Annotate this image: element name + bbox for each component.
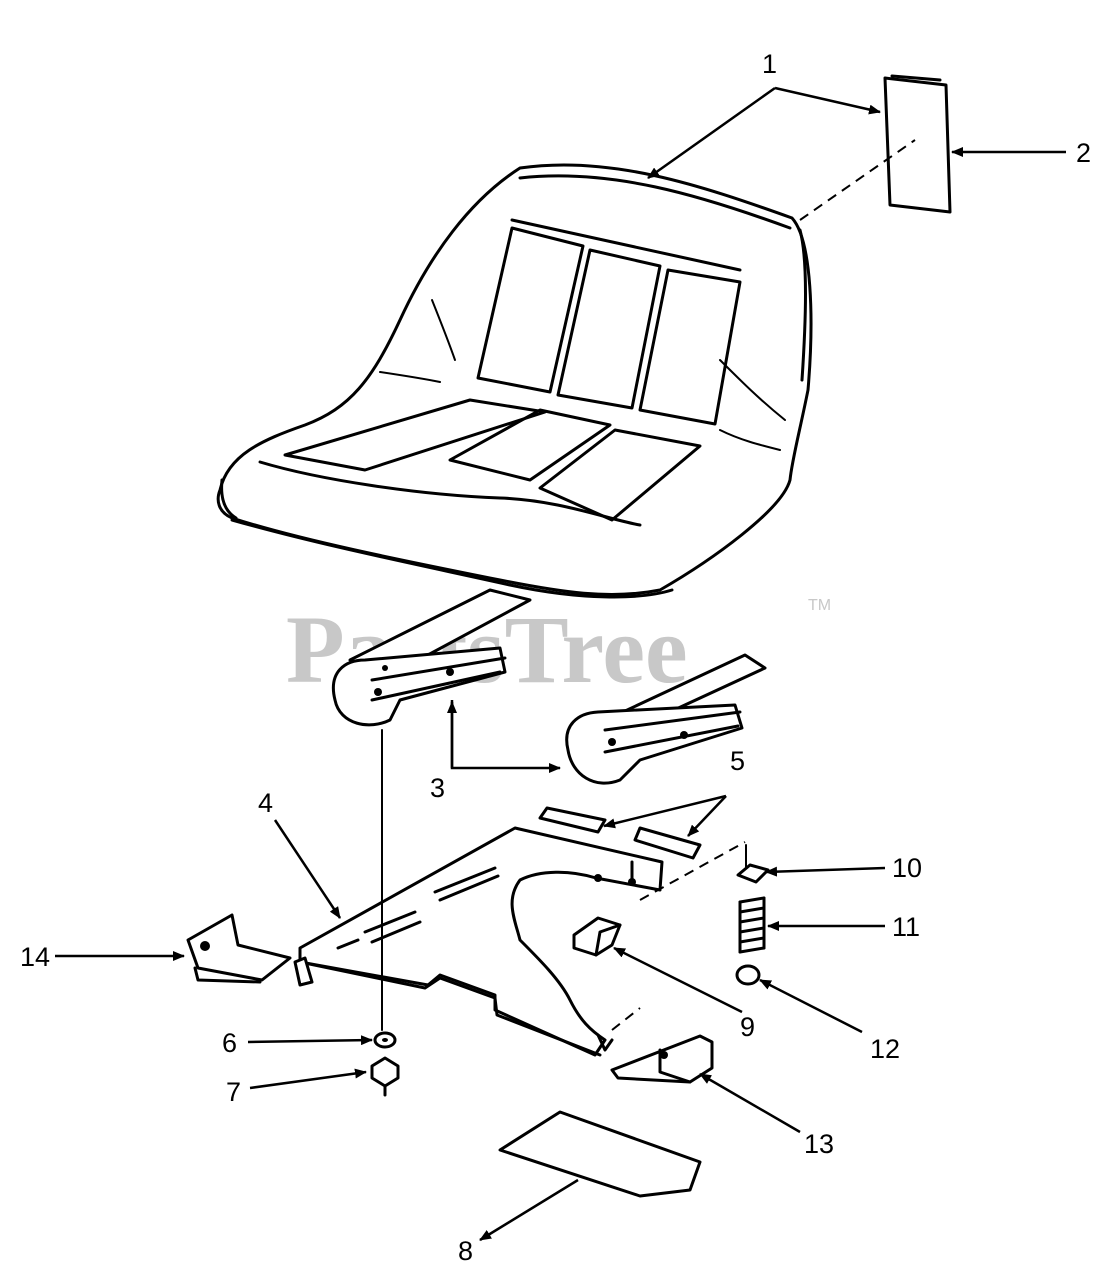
callout-12: 12 xyxy=(870,1034,900,1064)
switch-bracket-part-9[interactable] xyxy=(572,916,622,957)
hinge-bracket-part-14[interactable] xyxy=(186,913,314,987)
callout-labels: 1 2 3 4 5 6 7 8 9 10 11 12 13 14 xyxy=(20,49,1091,1266)
watermark-trademark: TM xyxy=(808,597,831,614)
hinge-bracket-part-13[interactable] xyxy=(610,1034,714,1084)
callout-14: 14 xyxy=(20,942,50,972)
assembly-lines xyxy=(381,139,916,1031)
plate-part-8[interactable] xyxy=(498,1110,702,1198)
callout-10: 10 xyxy=(892,853,922,883)
decal-part-2[interactable] xyxy=(883,74,952,214)
seat-part-1[interactable] xyxy=(216,163,813,599)
seat-plate-part-4[interactable] xyxy=(298,826,664,1057)
callout-1: 1 xyxy=(762,49,777,79)
callout-7: 7 xyxy=(226,1077,241,1107)
nut-part-7[interactable] xyxy=(370,1056,400,1097)
callout-11: 11 xyxy=(892,912,920,942)
callout-6: 6 xyxy=(222,1028,237,1058)
callout-3: 3 xyxy=(430,773,445,803)
spacer-part-12[interactable] xyxy=(735,964,761,986)
callout-2: 2 xyxy=(1076,138,1091,168)
leader-lines xyxy=(55,86,1066,1242)
washer-part-6[interactable] xyxy=(373,1031,397,1049)
callout-4: 4 xyxy=(258,788,273,818)
seat-slide-part-3[interactable] xyxy=(332,588,767,785)
callout-5: 5 xyxy=(730,746,745,776)
callout-9: 9 xyxy=(740,1012,755,1042)
clip-part-10[interactable] xyxy=(736,863,770,884)
callout-13: 13 xyxy=(804,1129,834,1159)
callout-8: 8 xyxy=(458,1236,473,1266)
spring-part-11[interactable] xyxy=(738,896,766,954)
